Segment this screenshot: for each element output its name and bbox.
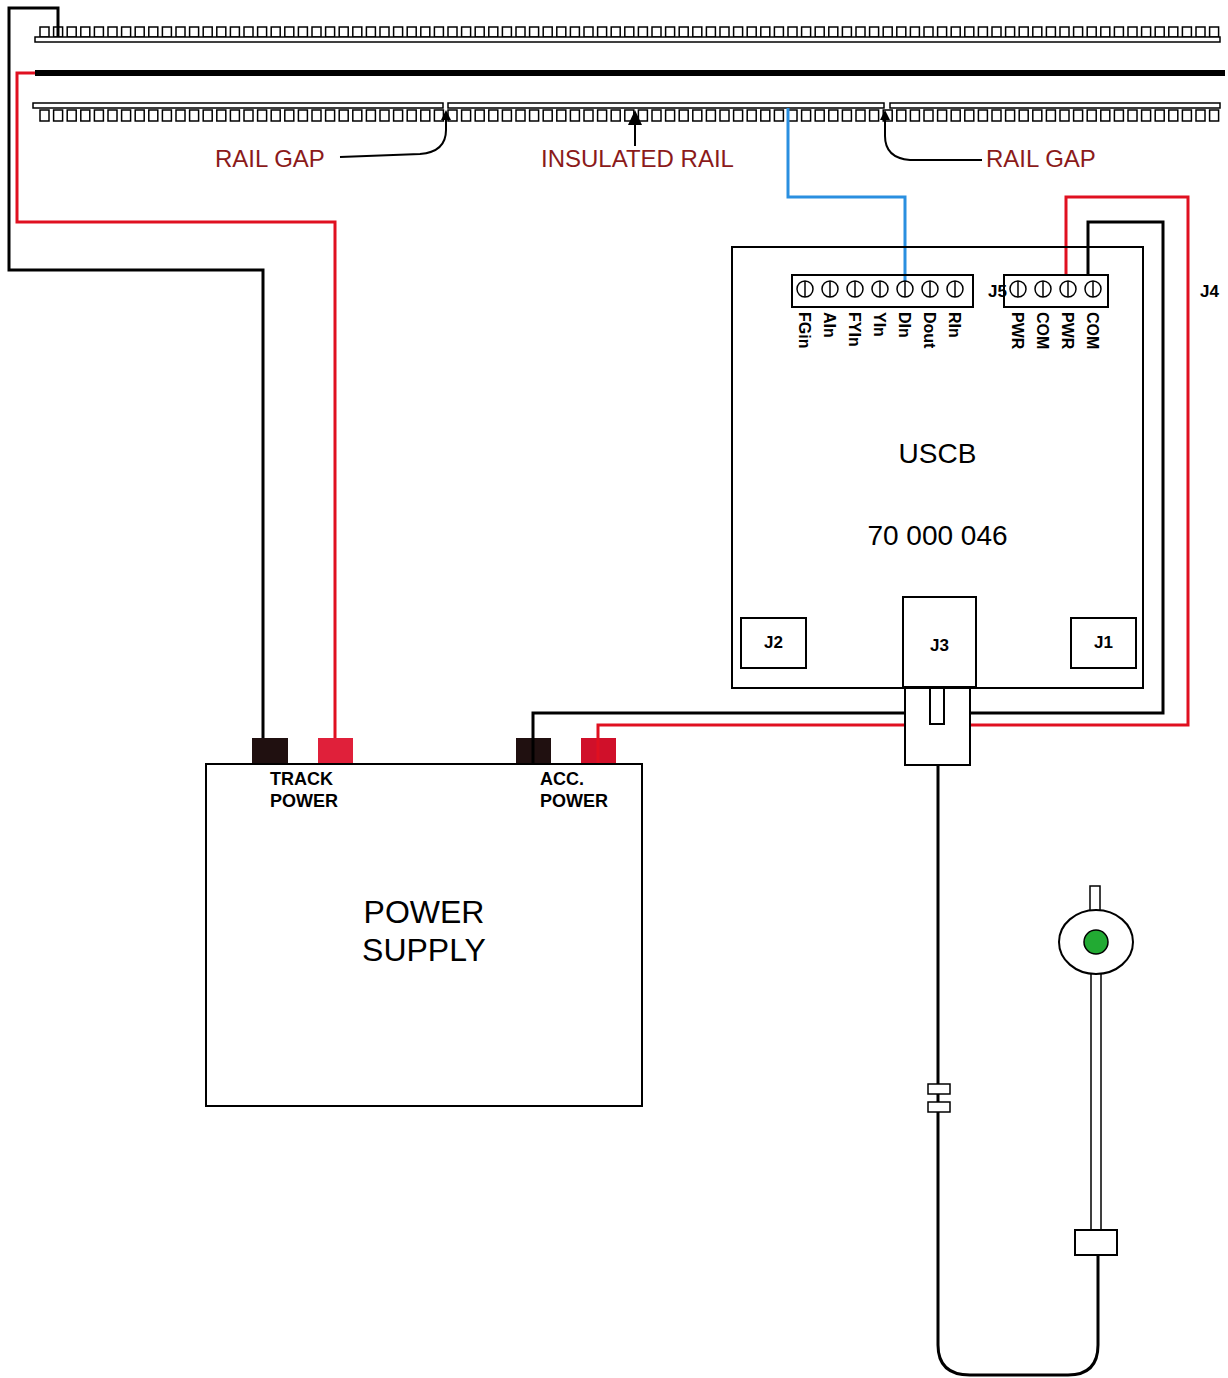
track-wire	[17, 73, 335, 740]
detection-wire	[788, 108, 905, 282]
cable-connector	[928, 1084, 950, 1094]
pin-name: COM	[1083, 312, 1102, 349]
cable-connector	[928, 1102, 950, 1112]
leader-arrowheads	[441, 110, 890, 125]
board-label: USCB	[899, 438, 977, 470]
signal-head	[1059, 910, 1133, 974]
connector-box: J1	[1070, 617, 1137, 669]
pin-name: DIn	[895, 312, 914, 338]
connector-box: J5	[791, 274, 974, 308]
terminal-label: TRACK POWER	[270, 769, 350, 812]
rail-label: RAIL GAP	[986, 145, 1096, 174]
connector-box: J4	[1003, 274, 1109, 308]
signal-finial	[1090, 886, 1100, 912]
signal-base	[1075, 1230, 1117, 1255]
pin-name: Dout	[920, 312, 939, 348]
connector-name: J3	[930, 636, 949, 656]
rail-section	[890, 103, 1220, 108]
center-rail	[35, 70, 1225, 76]
board-label: 70 000 046	[867, 520, 1007, 552]
pin-name: YIn	[870, 312, 889, 337]
outer-rail	[35, 37, 1220, 42]
pin-name: PWR	[1008, 312, 1027, 349]
pin-name: COM	[1033, 312, 1052, 349]
connector-name: J1	[1094, 633, 1113, 653]
terminal	[318, 738, 353, 763]
pin-name: AIn	[820, 312, 839, 338]
pin-name: RIn	[945, 312, 964, 338]
terminal-label: ACC. POWER	[540, 769, 620, 812]
rail-label: INSULATED RAIL	[541, 145, 734, 174]
connector-box: J3	[902, 596, 977, 688]
rail-section	[33, 103, 443, 108]
pin-name: FGin	[795, 312, 814, 348]
pin-name: FYIn	[845, 312, 864, 347]
power-supply-box: POWER SUPPLY	[205, 763, 643, 1107]
signal-lamp	[1084, 930, 1108, 954]
terminal-screws	[797, 281, 1101, 297]
plug-latch	[930, 688, 944, 724]
signal-pole	[1091, 972, 1101, 1230]
terminal	[252, 738, 288, 763]
pin-name: PWR	[1058, 312, 1077, 349]
j3-plug	[905, 688, 970, 765]
connector-name: J2	[764, 633, 783, 653]
power-wire	[533, 222, 1163, 763]
track-wire	[9, 8, 263, 740]
signal-cable	[938, 765, 1098, 1375]
device-name: POWER SUPPLY	[344, 893, 504, 970]
connector-box: J2	[740, 617, 807, 669]
insulated-rail	[448, 103, 884, 108]
connector-name: J4	[1200, 282, 1219, 302]
rail-label: RAIL GAP	[215, 145, 325, 174]
power-wire	[598, 197, 1188, 763]
